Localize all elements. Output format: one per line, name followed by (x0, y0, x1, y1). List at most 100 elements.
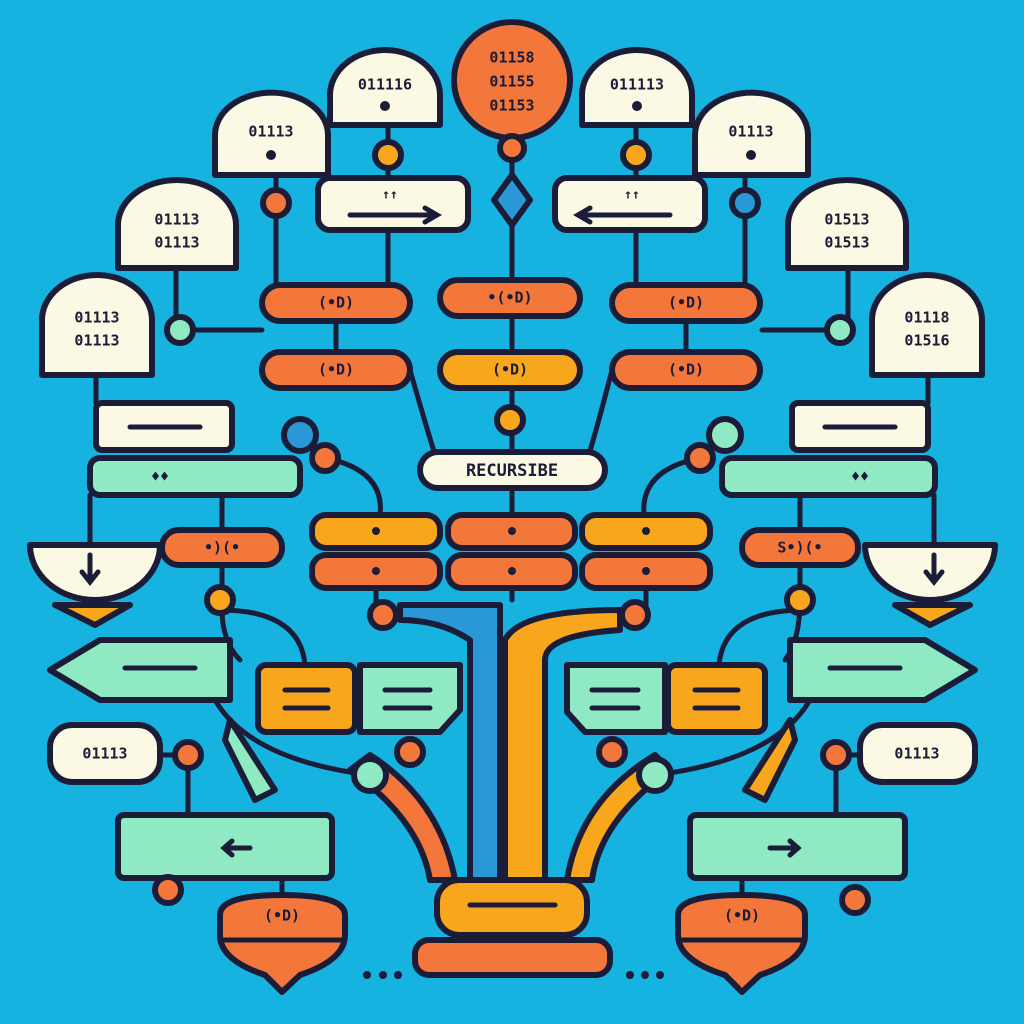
menu-box-yellow-left[interactable] (255, 662, 358, 735)
node-dot (351, 756, 389, 794)
dome-line: 01113 (154, 234, 199, 252)
up-arrows-icon: ↑↑ (382, 188, 398, 203)
dome-line: 01516 (904, 332, 949, 350)
left-top-pill[interactable] (259, 282, 413, 324)
connectors (87, 122, 937, 898)
node-dot (784, 584, 816, 616)
dome-top-right-label: 011113 (610, 76, 664, 94)
bowl-label: (•D) (724, 907, 760, 925)
right-bowl-node[interactable] (862, 542, 998, 603)
node-dot (152, 874, 184, 906)
lower-right-node[interactable] (857, 722, 978, 785)
node-dot (636, 756, 674, 794)
node-dot (596, 736, 628, 768)
dome-second-right-label: 01113 (728, 123, 773, 141)
triangle-icon (52, 602, 133, 628)
node-dot (824, 314, 856, 346)
bowl-label: (•D) (264, 907, 300, 925)
triangle-icon (892, 602, 973, 628)
dome-line: 01513 (824, 211, 869, 229)
node-dot (172, 739, 204, 771)
node-dot (204, 584, 236, 616)
pill-label: (•D) (318, 294, 354, 312)
node-dot (372, 139, 404, 171)
recursive-label: RECURSIBE (466, 461, 558, 481)
root-node[interactable]: 01158 01155 01153 (451, 19, 573, 141)
node-dot (684, 442, 716, 474)
center-top-pill-label: •(•D) (487, 289, 532, 307)
pill-label: (•D) (668, 294, 704, 312)
bottom-right-bowl[interactable] (675, 892, 808, 995)
arrow-left-icon (573, 205, 673, 225)
dome-third-right[interactable] (785, 177, 909, 271)
arrow-right-icon (767, 838, 802, 858)
root-connector-dot (497, 133, 527, 163)
dome-line: 01513 (824, 234, 869, 252)
node-dot (260, 187, 292, 219)
menu-box-yellow-right[interactable] (665, 662, 768, 735)
dome-line: 01113 (74, 332, 119, 350)
dome-second-right[interactable] (692, 89, 811, 178)
left-bottom-pill[interactable] (259, 349, 413, 391)
side-right-pill[interactable] (739, 527, 861, 568)
right-mint-bar[interactable] (719, 455, 938, 498)
center-yellow-pill[interactable] (437, 349, 583, 391)
node-dot (281, 416, 319, 454)
diamonds-icon: ♦♦ (851, 468, 869, 486)
pill-label: •)(• (204, 539, 240, 557)
dome-top-left-label: 011116 (358, 76, 412, 94)
menu-box-mint-left[interactable] (357, 662, 463, 735)
trunk-base (412, 937, 613, 978)
menu-box-mint-right[interactable] (564, 662, 668, 735)
center-dot (494, 404, 526, 436)
node-dot (394, 736, 426, 768)
pill-label: (•D) (318, 361, 354, 379)
node-label: 01113 (82, 745, 127, 763)
arrow-down-icon (923, 552, 945, 587)
dome-outer-right[interactable] (869, 272, 985, 378)
arrow-down-icon (79, 552, 101, 587)
root-line-3: 01153 (489, 97, 534, 115)
node-dot (164, 314, 196, 346)
up-arrows-icon: ↑↑ (624, 188, 640, 203)
node-dot (620, 139, 652, 171)
node-dot (367, 599, 399, 631)
right-bottom-pill[interactable] (609, 349, 763, 391)
node-dot (729, 187, 761, 219)
arrow-right-icon (347, 205, 442, 225)
center-top-pill[interactable] (437, 277, 583, 319)
ribbon-shape (742, 717, 798, 803)
lower-left-node[interactable] (47, 722, 163, 785)
center-stacks (309, 512, 713, 591)
recursive-label-box[interactable] (417, 449, 608, 491)
decision-diamond-icon (491, 172, 533, 228)
pill-label: (•D) (668, 361, 704, 379)
dome-second-left[interactable] (212, 89, 331, 178)
dome-top-right[interactable] (579, 47, 695, 128)
dome-third-left[interactable] (115, 177, 239, 271)
dome-line: 01113 (74, 309, 119, 327)
ribbon-shape (222, 717, 278, 803)
left-arrow-box[interactable] (552, 175, 708, 233)
center-yellow-pill-label: (•D) (492, 361, 528, 379)
pill-label: S•)(• (777, 539, 822, 557)
right-arrow-box[interactable] (315, 175, 471, 233)
right-top-pill[interactable] (609, 282, 763, 324)
node-dot (839, 884, 871, 916)
diamonds-icon: ♦♦ (151, 468, 169, 486)
root-line-1: 01158 (489, 49, 534, 67)
bottom-left-bowl[interactable] (217, 892, 348, 995)
dome-outer-left[interactable] (39, 272, 155, 378)
dome-line: 01113 (154, 211, 199, 229)
left-mint-bar[interactable] (87, 455, 303, 498)
node-dot (619, 599, 651, 631)
node-dot (309, 442, 341, 474)
node-label: 01113 (894, 745, 939, 763)
dome-line: 01118 (904, 309, 949, 327)
dome-second-left-label: 01113 (248, 123, 293, 141)
node-dot (820, 739, 852, 771)
arrow-left-icon (220, 838, 253, 858)
root-line-2: 01155 (489, 73, 534, 91)
dome-top-left[interactable] (327, 47, 443, 128)
